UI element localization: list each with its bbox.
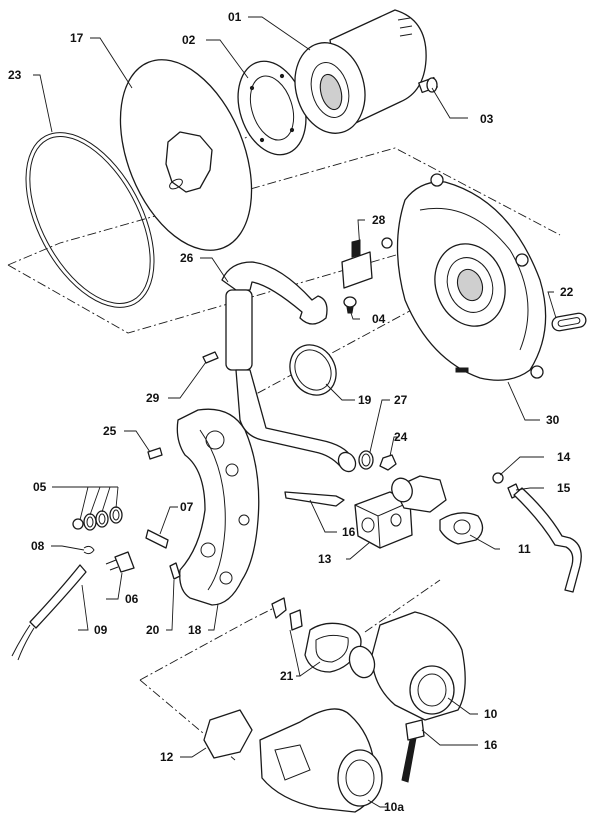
part-19-oring <box>289 344 337 396</box>
label-07: 07 <box>180 500 194 514</box>
part-30-front-plate <box>381 173 547 381</box>
part-10-fan <box>348 611 466 721</box>
label-13: 13 <box>318 552 332 566</box>
part-23-oring <box>25 132 155 308</box>
part-13-gas-valve <box>354 491 413 549</box>
part-06-electrode <box>105 551 135 573</box>
label-21: 21 <box>280 669 294 683</box>
part-27-small-oring <box>358 450 374 470</box>
label-24: 24 <box>394 430 408 444</box>
label-06: 06 <box>125 592 139 606</box>
part-10a-fan <box>259 708 383 813</box>
part-labels: 01 02 03 04 05 06 07 08 09 10 10a 11 12 … <box>8 10 574 814</box>
part-20-screw <box>169 562 181 580</box>
label-14: 14 <box>557 450 571 464</box>
label-26: 26 <box>180 251 194 265</box>
part-07-gasket <box>145 529 169 549</box>
part-26-gas-pipe <box>221 261 357 473</box>
part-03-screw <box>418 76 438 94</box>
label-12: 12 <box>160 750 174 764</box>
part-28-bracket <box>341 239 373 289</box>
part-08-clip <box>83 545 95 555</box>
part-25-screw <box>147 447 163 460</box>
label-20: 20 <box>146 623 160 637</box>
label-03: 03 <box>480 112 494 126</box>
label-11: 11 <box>518 542 531 556</box>
part-14-15-pipe <box>492 472 582 593</box>
label-10: 10 <box>484 707 498 721</box>
part-12-gasket <box>203 709 253 759</box>
label-05: 05 <box>33 480 47 494</box>
part-29-screw <box>202 351 219 364</box>
label-16-upper: 16 <box>342 525 356 539</box>
label-09: 09 <box>94 623 108 637</box>
label-29: 29 <box>146 391 160 405</box>
label-25: 25 <box>103 424 117 438</box>
part-22-seal <box>551 312 587 332</box>
part-18-manifold <box>176 408 260 606</box>
part-17-insulation-disc <box>119 59 253 251</box>
assembly-axis-lines <box>7 79 561 761</box>
label-27: 27 <box>394 393 408 407</box>
part-24-nut <box>379 454 397 471</box>
label-18: 18 <box>188 623 202 637</box>
label-16-lower: 16 <box>484 738 498 752</box>
label-17: 17 <box>70 31 84 45</box>
label-08: 08 <box>31 539 45 553</box>
label-15: 15 <box>557 481 571 495</box>
part-09-lead <box>11 564 87 661</box>
label-19: 19 <box>358 393 372 407</box>
leader-lines <box>33 16 557 808</box>
label-28: 28 <box>372 213 386 227</box>
label-23: 23 <box>8 68 22 82</box>
part-01-burner <box>294 9 427 134</box>
label-10a: 10a <box>384 800 404 814</box>
part-02-gasket <box>237 60 307 156</box>
label-22: 22 <box>560 285 574 299</box>
part-21-fan-gasket <box>271 597 362 673</box>
part-05-washers <box>72 506 123 531</box>
part-16-connector <box>401 719 425 783</box>
part-16-probe <box>284 491 345 507</box>
label-02: 02 <box>182 33 196 47</box>
label-04: 04 <box>372 312 386 326</box>
label-01: 01 <box>228 10 242 24</box>
label-30: 30 <box>546 413 560 427</box>
